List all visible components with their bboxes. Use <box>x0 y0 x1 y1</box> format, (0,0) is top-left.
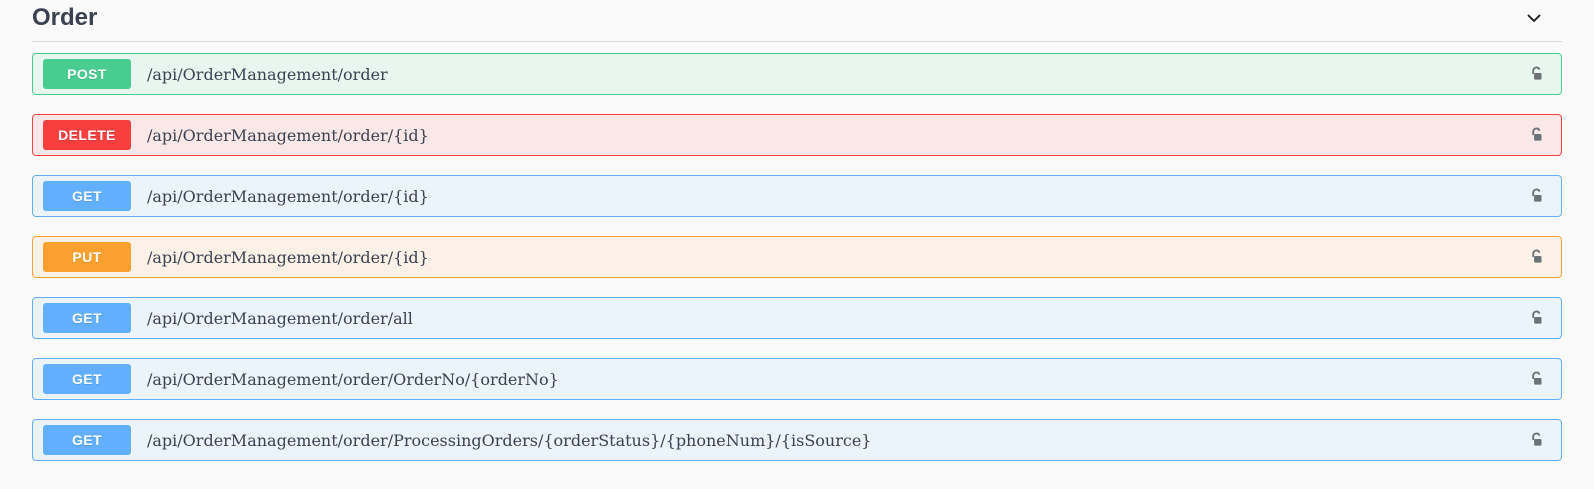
endpoint-path: /api/OrderManagement/order/ProcessingOrd… <box>147 430 872 450</box>
operation-row[interactable]: GET/api/OrderManagement/order/Processing… <box>32 419 1562 461</box>
tag-header-order[interactable]: Order <box>24 0 1570 36</box>
method-badge: POST <box>43 59 131 89</box>
endpoint-path: /api/OrderManagement/order/OrderNo/{orde… <box>147 369 559 389</box>
operation-row[interactable]: PUT/api/OrderManagement/order/{id} <box>32 236 1562 278</box>
unlocked-padlock-icon[interactable] <box>1525 62 1549 86</box>
endpoint-path: /api/OrderManagement/order/{id} <box>147 186 429 206</box>
operation-row[interactable]: POST/api/OrderManagement/order <box>32 53 1562 95</box>
method-badge: GET <box>43 425 131 455</box>
operation-row[interactable]: GET/api/OrderManagement/order/all <box>32 297 1562 339</box>
endpoint-path: /api/OrderManagement/order/all <box>147 308 413 328</box>
unlocked-padlock-icon[interactable] <box>1525 184 1549 208</box>
unlocked-padlock-icon[interactable] <box>1525 245 1549 269</box>
unlocked-padlock-icon[interactable] <box>1525 428 1549 452</box>
endpoint-path: /api/OrderManagement/order <box>147 64 388 84</box>
page-title: Order <box>32 4 98 31</box>
method-badge: DELETE <box>43 120 131 150</box>
unlocked-padlock-icon[interactable] <box>1525 306 1549 330</box>
operation-row[interactable]: DELETE/api/OrderManagement/order/{id} <box>32 114 1562 156</box>
chevron-down-icon[interactable] <box>1524 8 1544 28</box>
unlocked-padlock-icon[interactable] <box>1525 367 1549 391</box>
endpoint-path: /api/OrderManagement/order/{id} <box>147 247 429 267</box>
method-badge: PUT <box>43 242 131 272</box>
operations-list: POST/api/OrderManagement/order DELETE/ap… <box>24 42 1570 461</box>
method-badge: GET <box>43 181 131 211</box>
api-tag-section: Order POST/api/OrderManagement/order DEL… <box>24 0 1570 461</box>
divider <box>32 41 1562 42</box>
method-badge: GET <box>43 364 131 394</box>
unlocked-padlock-icon[interactable] <box>1525 123 1549 147</box>
operation-row[interactable]: GET/api/OrderManagement/order/{id} <box>32 175 1562 217</box>
endpoint-path: /api/OrderManagement/order/{id} <box>147 125 429 145</box>
method-badge: GET <box>43 303 131 333</box>
operation-row[interactable]: GET/api/OrderManagement/order/OrderNo/{o… <box>32 358 1562 400</box>
